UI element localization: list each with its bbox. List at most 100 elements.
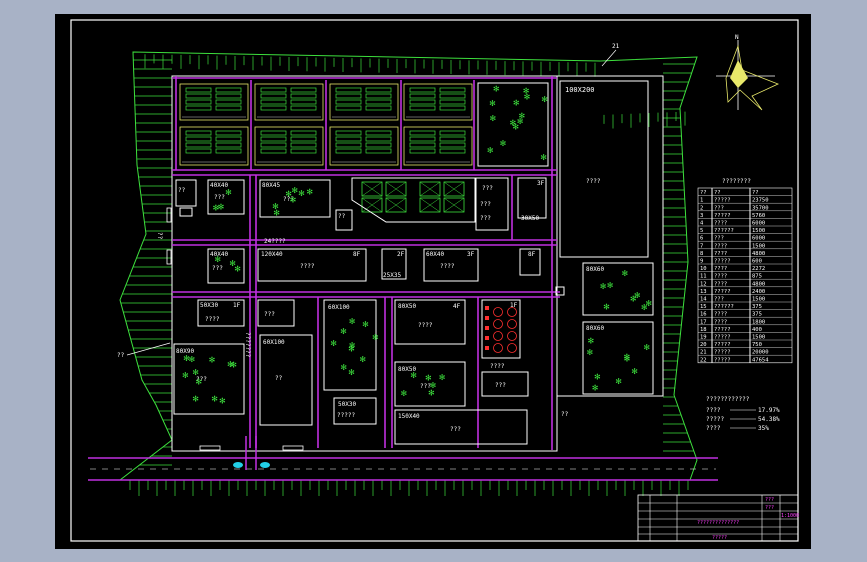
tree-icon: ✻ — [634, 291, 641, 300]
table-cell: 20 — [700, 342, 707, 348]
green-80x60-a-size: 80X60 — [586, 266, 604, 273]
table-cell: 47654 — [752, 357, 769, 363]
building-80x50-a[interactable] — [394, 299, 466, 345]
stats-value: 35% — [758, 425, 769, 432]
building-40x40-b[interactable] — [207, 248, 245, 284]
building-gate[interactable] — [481, 371, 529, 397]
building-100x200[interactable] — [559, 80, 649, 258]
table-cell: ???? — [714, 274, 727, 280]
building-50x30-a[interactable] — [197, 299, 245, 327]
stats-label: ????? — [706, 416, 724, 423]
green-area-ne — [477, 82, 549, 167]
small-building-name: ?? — [338, 213, 346, 220]
building-80x50-a-size: 80X50 — [398, 303, 416, 310]
tree-icon: ✻ — [213, 203, 220, 212]
building-150x40-size: 150X40 — [398, 413, 420, 420]
green-80x60-a[interactable] — [582, 262, 654, 316]
building-40x40-a-name: ??? — [214, 194, 225, 201]
table-cell: 600 — [752, 259, 762, 265]
tree-icon: ✻ — [439, 373, 446, 382]
building-60x40-floor: 3F — [467, 251, 475, 258]
tree-icon: ✻ — [540, 153, 547, 162]
tree-icon: ✻ — [592, 383, 599, 392]
building-50x30-b[interactable] — [333, 397, 377, 425]
building-1f-red[interactable] — [481, 299, 521, 359]
building-150x40[interactable] — [394, 409, 528, 445]
tree-icon: ✻ — [500, 139, 507, 148]
green-80x90[interactable] — [173, 343, 245, 415]
table-cell: 14 — [700, 297, 707, 303]
table-cell: 9 — [700, 259, 703, 265]
tree-icon: ✻ — [362, 320, 369, 329]
table-cell: ???? — [714, 243, 727, 249]
building-q-block[interactable] — [475, 177, 509, 231]
table-cell: ?????? — [714, 228, 734, 234]
small-building — [335, 209, 353, 231]
building-40x40-a-size: 40X40 — [210, 182, 228, 189]
tree-icon: ✻ — [219, 396, 226, 405]
tree-icon: ✻ — [272, 202, 279, 211]
table-cell: ????? — [714, 213, 731, 219]
building-80x45-name: ??? — [283, 196, 294, 203]
tree-icon: ✻ — [410, 371, 417, 380]
slope-hatching-right — [663, 63, 695, 452]
site-plan-drawing[interactable]: 100X200 ???? 40X40 ??? 80X45 ??? ??? ???… — [55, 14, 811, 549]
table-cell: 17 — [700, 319, 707, 325]
tree-icon: ✻ — [340, 363, 347, 372]
building-60x100-b[interactable] — [259, 334, 313, 426]
west-note-label: ?? — [117, 352, 125, 359]
building-80x45[interactable] — [259, 179, 331, 218]
building-small-kiosk[interactable] — [257, 299, 295, 327]
table-cell: 1800 — [752, 319, 765, 325]
table-cell: 375 — [752, 312, 762, 318]
building-30x50[interactable] — [517, 177, 547, 219]
building-40x40-b-name: ??? — [212, 265, 223, 272]
tree-icon: ✻ — [524, 93, 531, 102]
green-80x50-b-name: ??? — [420, 383, 431, 390]
building-8f[interactable] — [519, 248, 541, 276]
table-cell: 6000 — [752, 236, 765, 242]
building-150x40-name: ??? — [450, 426, 461, 433]
top-note-leader — [601, 49, 617, 67]
building-gate-name: ??? — [495, 382, 506, 389]
building-25x35[interactable] — [381, 248, 407, 280]
building-100x200-name: ???? — [586, 178, 601, 185]
building-120x40[interactable] — [257, 248, 367, 282]
tree-icon: ✻ — [188, 355, 195, 364]
building-60x40[interactable] — [423, 248, 479, 282]
building-50x30-a-name: ???? — [205, 316, 220, 323]
tree-icon: ✻ — [211, 395, 218, 404]
tree-icon: ✻ — [234, 264, 241, 273]
table-cell: 2400 — [752, 289, 765, 295]
title-block-scale: 1:1000 — [781, 513, 799, 519]
table-cell: 12 — [700, 281, 707, 287]
building-40x40-a[interactable] — [207, 179, 245, 215]
greenhouse-block — [351, 177, 476, 223]
stats-title: ???????????? — [706, 396, 750, 403]
table-cell: 375 — [752, 304, 762, 310]
green-80x50-b[interactable] — [394, 361, 466, 407]
building-80x45-size: 80X45 — [262, 182, 280, 189]
tree-icon: ✻ — [182, 371, 189, 380]
west-gate-label: ?? — [156, 232, 163, 240]
tree-icon: ✻ — [493, 85, 500, 94]
building-40x40-b-size: 40X40 — [210, 251, 228, 258]
tree-icon: ✻ — [218, 202, 225, 211]
guard-house-mark: ?? — [178, 187, 186, 194]
table-cell: 1500 — [752, 335, 765, 341]
table-cell: ??? — [714, 297, 724, 303]
table-cell: ?? — [714, 190, 721, 196]
green-80x60-b[interactable] — [582, 321, 654, 395]
table-cell: 18 — [700, 327, 707, 333]
tree-icon: ✻ — [225, 188, 232, 197]
stats-list: ????17.97%?????54.38%????35% — [706, 407, 780, 432]
building-30x50-floor: 3F — [537, 180, 545, 187]
table-cell: 7 — [700, 243, 703, 249]
title-block-cell-2: ??? — [765, 505, 774, 511]
table-cell: 23750 — [752, 198, 769, 204]
table-cell: 10 — [700, 266, 707, 272]
slope-hatching-left — [120, 59, 172, 466]
table-cell: 15 — [700, 304, 707, 310]
building-25x35-size: 25X35 — [383, 272, 401, 279]
green-60x100-a[interactable] — [323, 299, 377, 391]
